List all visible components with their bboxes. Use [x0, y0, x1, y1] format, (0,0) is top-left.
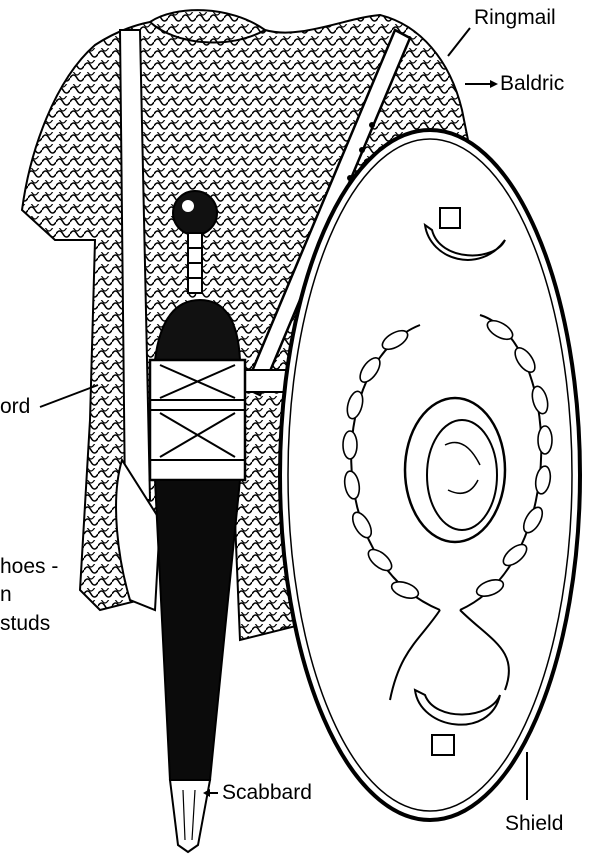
- shoes-label-line2: n: [0, 583, 12, 607]
- scabbard: [150, 360, 245, 852]
- scabbard-label: Scabbard: [222, 781, 312, 805]
- shoes-label-line3: studs: [0, 612, 50, 636]
- baldric-label: Baldric: [500, 72, 564, 96]
- shield-label: Shield: [505, 812, 563, 836]
- ringmail-label: Ringmail: [474, 6, 556, 30]
- sword-label: ord: [0, 395, 30, 419]
- shoes-label-line1: hoes -: [0, 555, 58, 579]
- shield: [280, 130, 580, 820]
